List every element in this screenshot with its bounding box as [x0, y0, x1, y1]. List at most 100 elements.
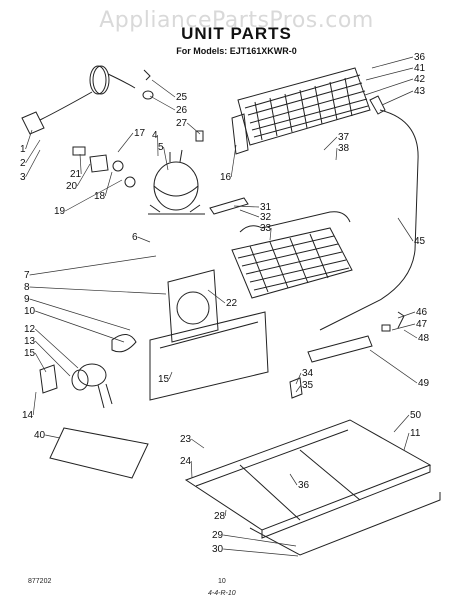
callout-label: 48 [418, 333, 430, 344]
callout-label: 29 [212, 530, 224, 541]
callout-label: 42 [414, 74, 426, 85]
callout-leader-line [207, 289, 226, 304]
bracket [289, 377, 303, 399]
callout-label: 36 [414, 52, 426, 63]
callout-leader-line [79, 153, 82, 175]
footer-page: 10 [218, 578, 226, 585]
callout-label: 30 [212, 544, 224, 555]
motor-bracket [39, 364, 58, 394]
callout-leader-line [295, 372, 302, 385]
drain-trough [307, 335, 373, 363]
callout-leader-line [149, 95, 176, 111]
fan-blade [111, 334, 137, 353]
callout-label: 14 [22, 410, 34, 421]
callout-leader-line [186, 122, 201, 135]
callout-leader-line [365, 67, 414, 81]
callout-label: 2 [20, 158, 26, 169]
callout-leader-line [35, 310, 125, 343]
callout-leader-line [369, 349, 418, 384]
callout-label: 13 [24, 336, 36, 347]
callout-label: 8 [24, 282, 30, 293]
callout-leader-line [104, 171, 113, 197]
callout-label: 9 [24, 294, 30, 305]
part-illustrations [21, 65, 441, 556]
callout-leaders [25, 56, 418, 557]
callout-leader-line [25, 149, 41, 178]
callout-label: 22 [226, 298, 238, 309]
callout-leader-line [364, 78, 414, 96]
drain-clip [195, 130, 204, 142]
model-subtitle: For Models: EJT161XKWR-0 [176, 46, 297, 56]
callout-label: 23 [180, 434, 192, 445]
callout-leader-line [168, 371, 173, 380]
callout-leader-line [403, 432, 410, 451]
callout-label: 27 [176, 118, 188, 129]
callout-leader-line [403, 329, 418, 339]
callout-leader-line [117, 132, 134, 153]
watermark: AppliancePartsPros.com [99, 8, 374, 33]
callout-label: 40 [34, 430, 46, 441]
callout-leader-line [29, 286, 167, 295]
filter-drier [209, 197, 249, 215]
callout-leader-line [76, 163, 91, 187]
callout-leader-line [34, 340, 71, 377]
callout-leader-line [151, 79, 176, 98]
callout-label: 38 [338, 143, 350, 154]
callout-label: 35 [302, 380, 314, 391]
screw [143, 69, 151, 81]
callout-label: 45 [414, 236, 426, 247]
callout-leader-line [323, 136, 338, 151]
callout-labels: 1234567891011121314151516171819202122232… [20, 52, 430, 555]
callout-leader-line [32, 391, 37, 416]
callout-label: 26 [176, 105, 188, 116]
callout-label: 3 [20, 172, 26, 183]
relay-box [89, 154, 109, 173]
callout-label: 18 [94, 191, 106, 202]
callout-label: 10 [24, 306, 36, 317]
callout-label: 15 [158, 374, 170, 385]
callout-label: 36 [298, 480, 310, 491]
footer-handwritten: 4-4-R-10 [208, 590, 236, 597]
callout-label: 19 [54, 206, 66, 217]
condenser-coil [231, 67, 371, 155]
callout-leader-line [223, 548, 299, 557]
callout-label: 50 [410, 410, 422, 421]
clip [381, 324, 391, 332]
callout-leader-line [233, 205, 260, 208]
callout-label: 6 [132, 232, 138, 243]
callout-label: 25 [176, 92, 188, 103]
grommet [142, 90, 154, 100]
callout-label: 47 [416, 319, 428, 330]
condenser-tube [319, 109, 419, 331]
callout-leader-line [45, 434, 61, 439]
callout-label: 32 [260, 212, 272, 223]
callout-label: 12 [24, 324, 36, 335]
footer-code: 877202 [28, 578, 52, 585]
callout-leader-line [381, 90, 414, 106]
fan-motor [71, 363, 113, 409]
callout-label: 31 [260, 202, 272, 213]
fan-shroud [149, 269, 269, 401]
overload-relay [112, 160, 124, 172]
callout-leader-line [224, 509, 227, 517]
callout-label: 4 [152, 130, 158, 141]
callout-leader-line [397, 311, 416, 319]
callout-label: 43 [414, 86, 426, 97]
callout-leader-line [397, 217, 414, 242]
callout-leader-line [190, 438, 205, 449]
callout-label: 33 [260, 223, 272, 234]
callout-leader-line [393, 414, 410, 433]
callout-leader-line [295, 384, 302, 393]
callout-leader-line [163, 146, 169, 171]
callout-leader-line [269, 227, 272, 241]
wire-clip [72, 146, 86, 156]
callout-label: 20 [66, 181, 78, 192]
callout-leader-line [371, 56, 414, 69]
callout-leader-line [335, 147, 338, 161]
compressor [148, 149, 205, 215]
callout-leader-line [65, 179, 123, 212]
callout-label: 46 [416, 307, 428, 318]
callout-label: 16 [220, 172, 232, 183]
callout-leader-line [25, 129, 33, 150]
